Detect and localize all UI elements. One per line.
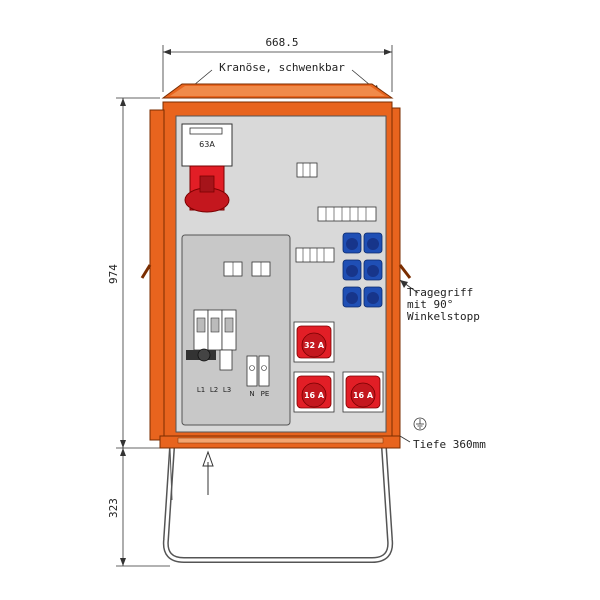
handle-label-line2: mit 90° xyxy=(407,298,453,311)
small-breaker-pair xyxy=(296,162,318,178)
main-cee-socket-63a: 63A xyxy=(181,123,233,213)
cee-16a-left-label: 16 A xyxy=(304,391,325,400)
schuko-socket xyxy=(342,232,362,254)
width-dimension: 668.5 xyxy=(162,36,393,92)
phase-l3-label: L3 xyxy=(223,386,231,394)
ground-symbol-icon xyxy=(413,417,427,431)
main-socket-rating: 63A xyxy=(199,140,215,149)
cee-16a-right-label: 16 A xyxy=(353,391,374,400)
handle-annotation: Tragegriff mit 90° Winkelstopp xyxy=(399,279,480,323)
cee-socket-32a: 32 A xyxy=(293,321,335,363)
height-label: 974 xyxy=(107,264,120,284)
width-label: 668.5 xyxy=(265,36,298,49)
terminal-pe-label: PE xyxy=(261,390,270,398)
handle-label-line1: Tragegriff xyxy=(407,286,473,299)
handle-label-line3: Winkelstopp xyxy=(407,310,480,323)
schuko-socket xyxy=(363,232,383,254)
cee-socket-16a-left: 16 A xyxy=(293,371,335,413)
depth-label: Tiefe 360mm xyxy=(413,438,486,451)
schuko-socket xyxy=(342,259,362,281)
cee-32a-label: 32 A xyxy=(304,341,325,350)
eyebolt-label: Kranöse, schwenkbar xyxy=(219,61,345,74)
schuko-socket-grid xyxy=(342,232,383,308)
stand-frame xyxy=(162,447,394,563)
breaker-row-upper xyxy=(317,206,377,222)
phase-l2-label: L2 xyxy=(210,386,218,394)
terminal-block: N PE xyxy=(246,355,270,398)
schuko-socket xyxy=(342,286,362,308)
fuse-holders: L1 L2 L3 xyxy=(186,309,237,394)
arrow-up-icon xyxy=(202,450,214,495)
terminal-n-label: N xyxy=(249,390,254,398)
roof xyxy=(161,83,394,99)
breaker-row-middle xyxy=(295,247,335,263)
phase-l1-label: L1 xyxy=(197,386,205,394)
schuko-socket xyxy=(363,259,383,281)
stand-height-dimension: 323 xyxy=(107,448,170,567)
depth-annotation: Tiefe 360mm xyxy=(399,435,486,451)
cee-socket-16a-right: 16 A xyxy=(342,371,384,413)
stand-height-label: 323 xyxy=(107,498,120,518)
schuko-socket xyxy=(363,286,383,308)
